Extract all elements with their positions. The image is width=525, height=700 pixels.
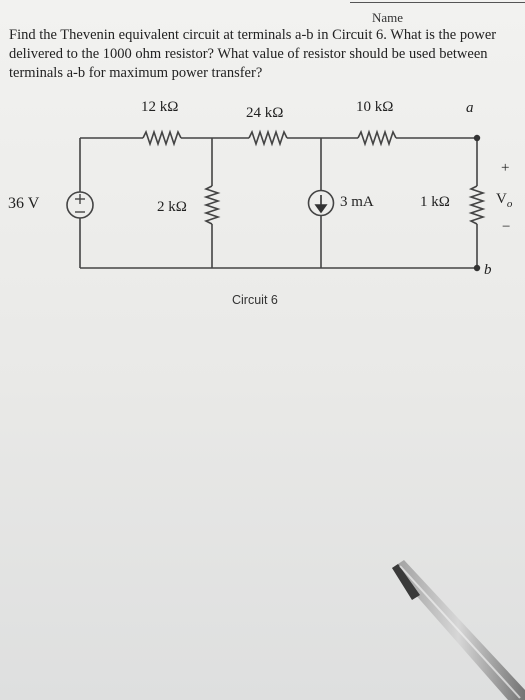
label-terminal-b: b <box>484 262 492 278</box>
resistor-1k <box>468 185 486 225</box>
name-label: Name <box>372 10 404 25</box>
voltage-source-symbol <box>66 191 94 219</box>
current-source-symbol <box>307 189 335 217</box>
resistor-12k <box>142 129 182 147</box>
label-3ma: 3 mA <box>340 194 374 210</box>
terminal-b-dot <box>473 264 481 272</box>
label-2k: 2 kΩ <box>157 199 187 215</box>
problem-statement: Find the Thevenin equivalent circuit at … <box>9 27 497 81</box>
resistor-2k <box>203 185 221 225</box>
label-minus: − <box>502 219 511 235</box>
resistor-10k <box>357 129 397 147</box>
terminal-a-dot <box>473 134 481 142</box>
circuit-caption: Circuit 6 <box>232 293 278 307</box>
resistor-24k <box>248 129 288 147</box>
label-12k: 12 kΩ <box>141 99 179 115</box>
label-36v: 36 V <box>8 195 40 212</box>
label-10k: 10 kΩ <box>356 99 394 115</box>
circuit-diagram <box>66 129 486 272</box>
label-plus: + <box>501 160 510 176</box>
label-terminal-a: a <box>466 100 474 116</box>
label-1k: 1 kΩ <box>420 194 450 210</box>
name-underline <box>350 2 525 3</box>
label-vo: Vo <box>496 191 513 210</box>
label-24k: 24 kΩ <box>246 105 284 121</box>
